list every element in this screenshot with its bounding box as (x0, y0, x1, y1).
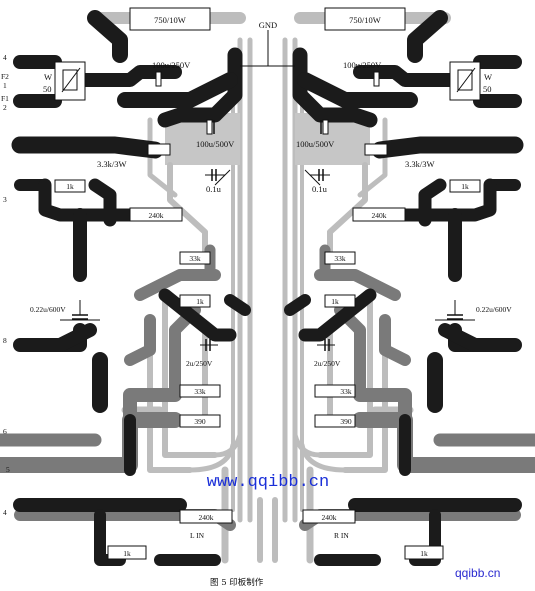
pot-label-right: W (484, 72, 492, 82)
pot-value-left: 50 (43, 84, 52, 94)
resistor-240k-top-left (129, 207, 183, 222)
pin-label: 8 (3, 336, 7, 345)
pin-label: F2 (1, 72, 9, 81)
cap-500v-body-right (322, 119, 329, 135)
r-240k-bot-label-right: 240k (322, 513, 337, 522)
resistor-240k-top-right (352, 207, 406, 222)
r-240k-top-label-left: 240k (149, 211, 164, 220)
r-33k-b-label-right: 33k (340, 387, 352, 396)
cap-022u-label-right: 0.22u/600V (476, 305, 512, 314)
resistor-240k-bot-left (179, 509, 233, 524)
pin-label: F1 (1, 94, 9, 103)
r-390-label-left: 390 (194, 417, 206, 426)
r-240k-bot-label-left: 240k (199, 513, 214, 522)
r-1k-mid-label-right: 1k (331, 297, 339, 306)
resistor-33k-b-left (179, 384, 221, 398)
r-1k-bot-label-right: 1k (420, 549, 428, 558)
pot-value-right: 50 (483, 84, 492, 94)
r-33k-b-label-left: 33k (194, 387, 206, 396)
cap-body-icon (155, 71, 162, 87)
r-1k-top-label-right: 1k (461, 182, 469, 191)
cap-022u-label-left: 0.22u/600V (30, 305, 66, 314)
resistor-240k-bot-right (302, 509, 356, 524)
pin-label: 2 (3, 103, 7, 112)
pot-wiper-icon (62, 69, 78, 91)
cap-01u-label-left: 0.1u (206, 184, 222, 194)
pin-label: 4 (3, 508, 7, 517)
r-33k-a-label-right: 33k (334, 254, 346, 263)
light-traces (71, 12, 464, 564)
resistor-33k-b-right (314, 384, 356, 398)
resistor-390-left (179, 414, 221, 428)
cap-01u-label-right: 0.1u (312, 184, 328, 194)
watermark-center: www.qqibb.cn (207, 473, 329, 492)
gnd-label: GND (259, 20, 277, 30)
input-label-right: R IN (334, 531, 349, 540)
pin-label: 1 (3, 81, 7, 90)
pin-label: 4 (3, 53, 7, 62)
resistor-1k-top-right (449, 179, 481, 193)
dark-traces (11, 10, 524, 566)
resistor-1k-bot-right (404, 545, 444, 560)
figure-caption: 图 5 印板制作 (210, 577, 264, 588)
r-1k-mid-label-left: 1k (196, 297, 204, 306)
resistor-1k-top-left (54, 179, 86, 193)
resistor-390-right (314, 414, 356, 428)
resistor-3k3-right (364, 143, 388, 156)
cap-500v-label-right: 100u/500V (296, 139, 335, 149)
r-3k3-label-right: 3.3k/3W (405, 159, 435, 169)
resistor-750-10w-left (129, 7, 211, 31)
r-1k-top-label-left: 1k (66, 182, 74, 191)
input-label-left: L IN (190, 531, 205, 540)
resistor-1k-mid-right (324, 294, 356, 308)
resistor-750-10w-right (324, 7, 406, 31)
resistor-33k-a-left (179, 251, 211, 265)
cap-100u250v-left: 100u/250V (152, 60, 191, 70)
r-390-label-right: 390 (340, 417, 352, 426)
r-power-label-left: 750/10W (154, 15, 186, 25)
pin-label: 3 (3, 195, 7, 204)
pot-wiper-icon (457, 69, 473, 91)
r-240k-top-label-right: 240k (372, 211, 387, 220)
left-components: 750/10W W 50 100u/250V 3.3k/3W 100u/500V… (1, 7, 235, 560)
resistor-1k-mid-left (179, 294, 211, 308)
cap-100u250v-right: 100u/250V (343, 60, 382, 70)
r-3k3-label-left: 3.3k/3W (97, 159, 127, 169)
cap-2u-label-right: 2u/250V (314, 359, 341, 368)
pot-label-left: W (44, 72, 52, 82)
cap-500v-body-left (206, 119, 213, 135)
pin-label: 6 (3, 427, 7, 436)
resistor-33k-a-right (324, 251, 356, 265)
cap-500v-label-left: 100u/500V (196, 139, 235, 149)
resistor-1k-bot-left (107, 545, 147, 560)
thin-wires (60, 30, 475, 321)
watermark-corner: qqibb.cn (455, 566, 500, 580)
r-33k-a-label-left: 33k (189, 254, 201, 263)
r-1k-bot-label-left: 1k (123, 549, 131, 558)
cap-2u-label-left: 2u/250V (186, 359, 213, 368)
cap-body-icon (373, 71, 380, 87)
resistor-3k3-left (147, 143, 171, 156)
r-power-label-right: 750/10W (349, 15, 381, 25)
pin-label: 5 (6, 465, 10, 474)
right-components: 750/10W W 50 100u/250V 3.3k/3W 100u/500V… (296, 7, 512, 560)
